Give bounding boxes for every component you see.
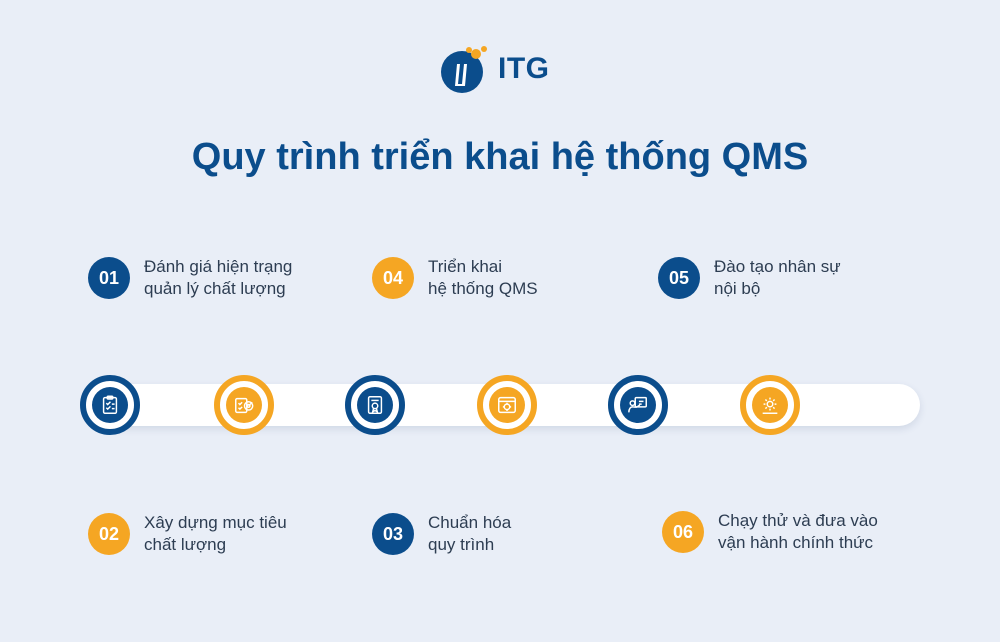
step-05: 05 Đào tạo nhân sự nội bộ: [658, 256, 841, 300]
step-number: 03: [372, 513, 414, 555]
page-title: Quy trình triển khai hệ thống QMS: [191, 136, 809, 178]
certificate-icon: [367, 396, 383, 414]
itg-logo: ITG: [440, 44, 550, 94]
step-06: 06 Chạy thử và đưa vào vận hành chính th…: [662, 510, 878, 554]
step-01: 01 Đánh giá hiện trạng quản lý chất lượn…: [88, 256, 292, 300]
step-03: 03 Chuẩn hóa quy trình: [372, 512, 511, 556]
step-label-line2: hệ thống QMS: [428, 279, 538, 298]
step-label-line1: Đánh giá hiện trạng: [144, 257, 293, 276]
timeline-node-3: [345, 375, 405, 435]
step-number: 01: [88, 257, 130, 299]
checklist-icon: [102, 395, 118, 414]
step-number: 06: [662, 511, 704, 553]
target-icon: [235, 397, 254, 414]
step-number: 02: [88, 513, 130, 555]
step-label-line1: Đào tạo nhân sự: [714, 257, 841, 276]
step-label-line1: Triển khai: [428, 257, 503, 276]
logo-text: ITG: [498, 52, 550, 85]
step-label-line1: Chạy thử và đưa vào: [718, 511, 878, 530]
step-label-line2: vận hành chính thức: [718, 533, 874, 552]
timeline-node-2: [214, 375, 274, 435]
timeline-node-6: [740, 375, 800, 435]
step-number: 05: [658, 257, 700, 299]
step-label-line2: quản lý chất lượng: [144, 279, 286, 298]
step-number: 04: [372, 257, 414, 299]
timeline-node-5: [608, 375, 668, 435]
itg-logo-mark: [440, 44, 490, 94]
step-04: 04 Triển khai hệ thống QMS: [372, 256, 538, 300]
gear-icon: [762, 397, 778, 414]
step-label-line2: chất lượng: [144, 535, 227, 554]
training-icon: [628, 396, 647, 413]
step-label-line1: Chuẩn hóa: [428, 513, 512, 532]
browser-icon: [498, 396, 516, 414]
timeline-node-4: [477, 375, 537, 435]
timeline-node-1: [80, 375, 140, 435]
step-label-line2: quy trình: [428, 535, 495, 554]
step-label-line1: Xây dựng mục tiêu: [144, 513, 287, 532]
step-label-line2: nội bộ: [714, 279, 761, 298]
step-02: 02 Xây dựng mục tiêu chất lượng: [88, 512, 287, 556]
